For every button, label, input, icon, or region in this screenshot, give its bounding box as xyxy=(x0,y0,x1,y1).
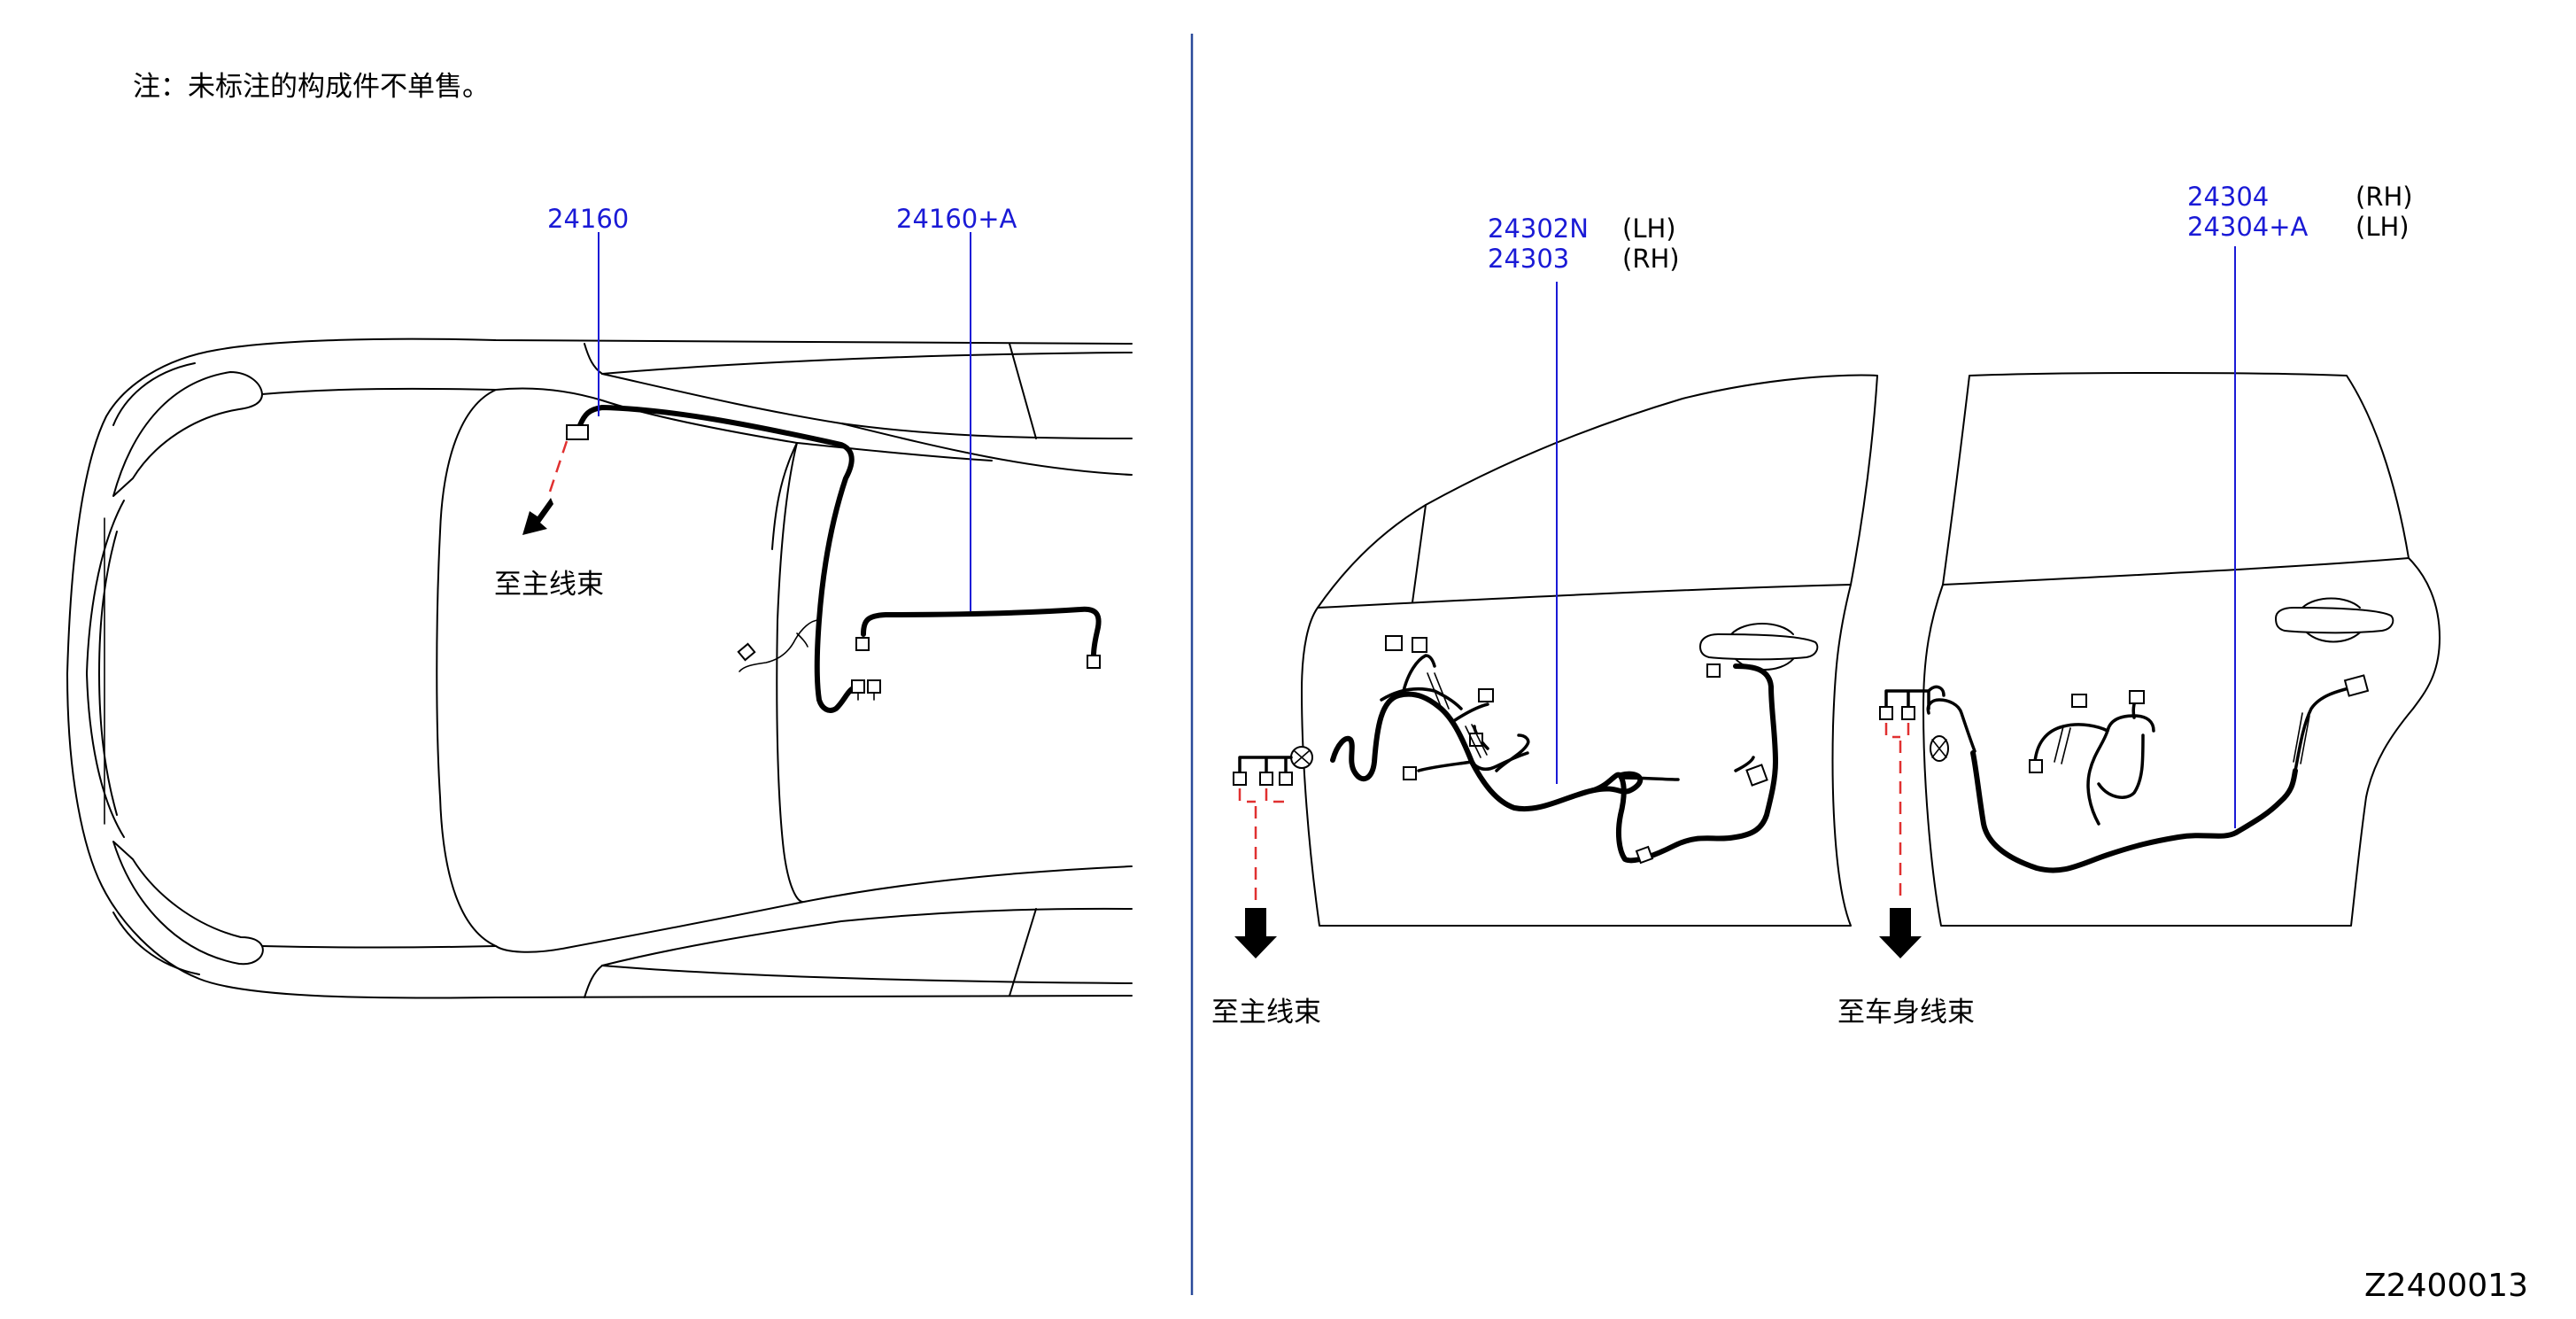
headlight-bottom xyxy=(112,841,264,966)
arrow-to-body-harness xyxy=(1879,908,1922,958)
part-number-24303[interactable]: 24303 xyxy=(1488,244,1569,274)
side-lh-24304a: (LH) xyxy=(2356,212,2410,242)
label-to-main-harness-2: 至主线束 xyxy=(1211,997,1321,1028)
dashed-link-rear-door xyxy=(1884,723,1910,739)
arrow-to-main-harness-2 xyxy=(1234,908,1277,958)
rear-door-outline xyxy=(1922,372,2441,927)
harness-24304 xyxy=(1879,674,2370,904)
arrow-to-main-harness-1 xyxy=(522,498,553,535)
windshield-base xyxy=(495,387,805,953)
connector-24160a-b xyxy=(1087,655,1101,669)
dashed-link-front-door xyxy=(1238,788,1284,803)
front-door-handle xyxy=(1699,633,1819,661)
harness-24160 xyxy=(566,405,881,713)
connector-24160-b xyxy=(851,679,865,694)
part-number-24302n[interactable]: 24302N xyxy=(1488,213,1589,244)
car-body-outline xyxy=(66,338,1133,999)
diagram-code: Z2400013 xyxy=(2364,1268,2528,1304)
front-door-outline xyxy=(1301,374,1878,927)
dashed-link-left xyxy=(547,440,569,495)
label-to-main-harness-1: 至主线束 xyxy=(494,569,604,601)
harness-24160a xyxy=(855,606,1102,669)
part-number-24160a[interactable]: 24160+A xyxy=(896,204,1017,234)
harness-24302n xyxy=(1233,635,1778,904)
label-to-body-harness: 至车身线束 xyxy=(1837,997,1975,1028)
side-lh-24302n: (LH) xyxy=(1622,213,1676,244)
hood xyxy=(261,387,497,949)
side-rh-24304: (RH) xyxy=(2356,182,2413,212)
connector-24160-c xyxy=(867,679,881,694)
car-top-view xyxy=(66,338,1133,999)
grille xyxy=(86,500,125,838)
note-text: 注：未标注的构成件不单售。 xyxy=(133,71,490,103)
connector-24160-a xyxy=(566,424,589,440)
side-rh-24303: (RH) xyxy=(1622,244,1680,274)
part-number-24304[interactable]: 24304 xyxy=(2187,182,2269,212)
part-number-24304a[interactable]: 24304+A xyxy=(2187,212,2309,242)
connector-24160a-a xyxy=(855,637,870,651)
part-number-24160[interactable]: 24160 xyxy=(547,204,629,234)
front-door xyxy=(1301,374,1878,927)
rear-door-handle xyxy=(2275,607,2394,634)
rear-door xyxy=(1922,372,2441,927)
headlight-top xyxy=(112,371,263,497)
